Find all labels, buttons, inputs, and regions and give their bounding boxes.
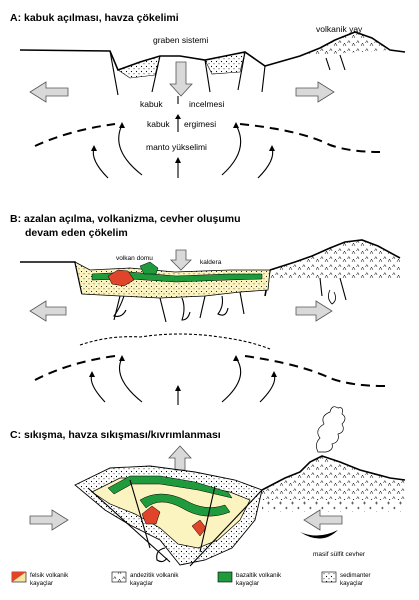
- massive-sulfide-lens: [300, 530, 338, 539]
- legend-sedimentary-1: sedimanter: [340, 572, 371, 579]
- label-incelmesi: incelmesi: [189, 99, 225, 109]
- legend-andesitic-1: andezitik volkanik: [130, 572, 179, 579]
- legend-felsic-1: felsik volkanik: [30, 572, 69, 579]
- label-manto: manto yükselimi: [146, 142, 207, 152]
- label-graben: graben sistemi: [153, 35, 208, 45]
- compression-arrow-right: [303, 509, 343, 531]
- panel-c: C: sıkışma, havza sıkışması/kıvrımlanmas…: [10, 406, 406, 567]
- panel-b-arrow-left: [29, 300, 67, 322]
- uplift-arrow: [168, 445, 192, 471]
- label-kabuk-2: kabuk: [147, 119, 170, 129]
- compression-arrow-left: [29, 509, 69, 531]
- legend-swatch-sedimentary: [321, 571, 337, 583]
- label-massive-sulfide: masif sülfit cevher: [313, 551, 366, 558]
- subsidence-arrow: [169, 61, 193, 97]
- legend-basaltic-1: bazaltik volkanik: [236, 572, 282, 579]
- panel-b-title-2: devam eden çökelim: [25, 227, 128, 239]
- label-caldera: kaldera: [200, 259, 222, 266]
- legend-swatch-andesitic: [111, 571, 127, 583]
- legend-basaltic-2: kayaçlar: [236, 580, 259, 587]
- panel-a-moho: [34, 123, 381, 153]
- extension-arrow-right: [295, 81, 335, 103]
- label-ergimesi: ergimesi: [184, 119, 216, 129]
- label-volcanic-arc: volkanik yay: [316, 24, 363, 34]
- legend: felsik volkanik kayaçlar andezitik volka…: [11, 571, 371, 587]
- label-volcanic-dome: volkan domu: [116, 255, 153, 262]
- panel-c-title: C: sıkışma, havza sıkışması/kıvrımlanmas…: [10, 429, 221, 441]
- panel-a-title: A: kabuk açılması, havza çökelimi: [10, 12, 179, 24]
- panel-b-title-1: B: azalan açılma, volkanizma, cevher olu…: [10, 213, 241, 225]
- legend-swatch-basaltic: [217, 571, 233, 583]
- panel-b-arrow-right: [295, 300, 333, 322]
- panel-a: A: kabuk açılması, havza çökelimi graben…: [10, 12, 406, 179]
- legend-andesitic-2: kayaçlar: [130, 580, 153, 587]
- panel-b: B: azalan açılma, volkanizma, cevher olu…: [10, 213, 401, 405]
- label-kabuk-1: kabuk: [140, 99, 163, 109]
- legend-sedimentary-2: kayaçlar: [340, 580, 363, 587]
- extension-arrow-left: [29, 81, 69, 103]
- legend-felsic-2: kayaçlar: [30, 580, 53, 587]
